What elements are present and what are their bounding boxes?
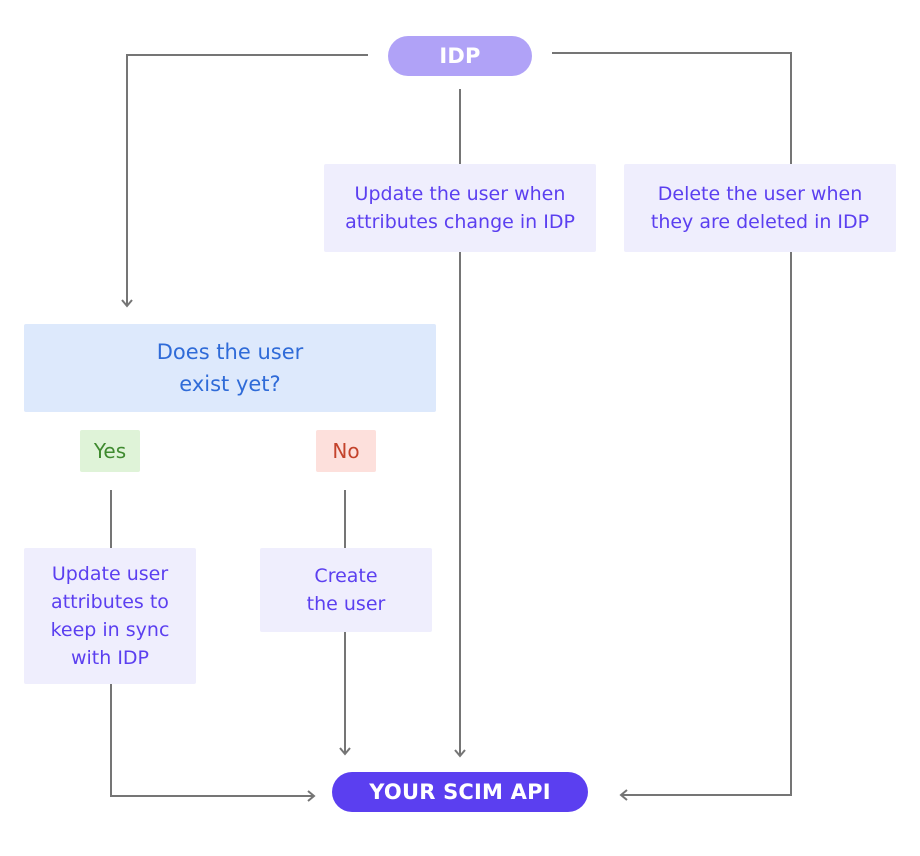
- create-user-text: Create the user: [306, 565, 386, 615]
- update-attributes-box: Update user attributes to keep in sync w…: [24, 548, 196, 684]
- scim-api-label: YOUR SCIM API: [369, 780, 551, 804]
- idp-label: IDP: [439, 44, 481, 68]
- delete-on-delete-text: Delete the user when they are deleted in…: [650, 183, 870, 233]
- user-exists-question: Does the user exist yet?: [24, 324, 436, 412]
- connector-update-attributes-to-scim: [110, 684, 316, 802]
- idp-node: IDP: [388, 36, 532, 76]
- connector-idp-to-delete-box: [552, 52, 792, 164]
- create-user-box: Create the user: [260, 548, 432, 632]
- user-exists-question-text: Does the user exist yet?: [156, 340, 304, 396]
- delete-on-delete-box: Delete the user when they are deleted in…: [624, 164, 896, 252]
- update-on-change-box: Update the user when attributes change i…: [324, 164, 596, 252]
- no-label: No: [316, 430, 376, 472]
- connector-idp-to-question: [121, 54, 368, 308]
- connector-delete-box-to-scim: [619, 252, 792, 801]
- yes-text: Yes: [93, 439, 127, 463]
- scim-api-node: YOUR SCIM API: [332, 772, 588, 812]
- update-attributes-text: Update user attributes to keep in sync w…: [50, 563, 170, 669]
- yes-label: Yes: [80, 430, 140, 472]
- update-on-change-text: Update the user when attributes change i…: [345, 183, 575, 233]
- no-text: No: [332, 439, 360, 463]
